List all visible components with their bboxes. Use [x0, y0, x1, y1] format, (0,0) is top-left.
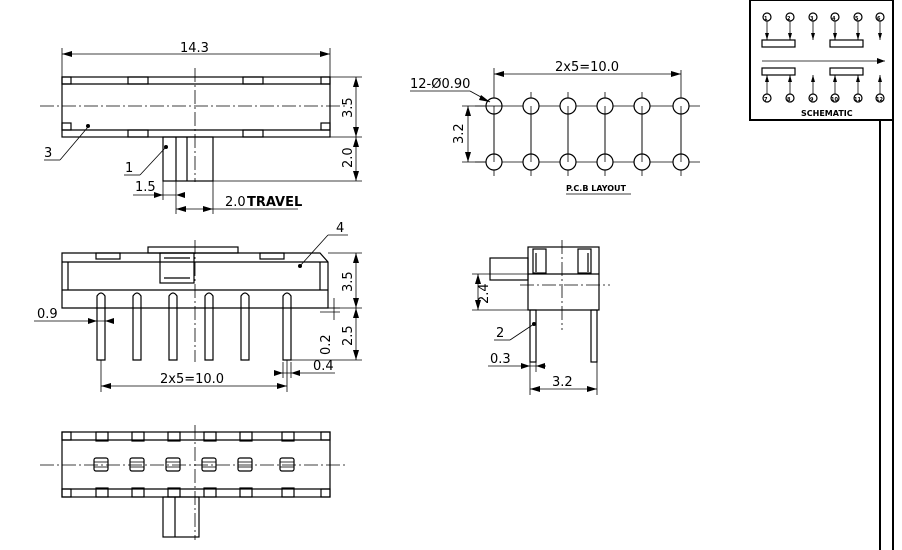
- schematic-caption: SCHEMATIC: [801, 109, 853, 118]
- sch-pin-10: 10: [831, 97, 838, 103]
- sch-contact-bot-left: [761, 67, 796, 76]
- bottom-knob: [162, 496, 200, 538]
- travel-dim: 2.0: [225, 195, 246, 210]
- sch-pin-3: 3: [810, 16, 814, 22]
- sch-pin-9: 9: [810, 97, 814, 103]
- pcb-holes: [485, 97, 690, 171]
- side-pin-left: [529, 309, 537, 363]
- sch-pin-6: 6: [877, 16, 881, 22]
- side-pin-right: [590, 309, 598, 363]
- pcb-hole-label: 12-Ø0.90: [410, 77, 470, 92]
- top-knob-width-dim: 1.5: [135, 180, 156, 195]
- schematic-bottom-pins: 7 8 9 10 11 12: [761, 67, 885, 103]
- pcb-layout: 2x5=10.0 12-Ø0.90 3.2 P.C.B LAYOUT: [410, 60, 700, 195]
- schematic-top-pins: 1 2 3 4 5 6: [761, 12, 885, 48]
- pcb-row-dim: 3.2: [452, 123, 467, 144]
- sch-contact-bot-right: [829, 67, 864, 76]
- sch-pin-5: 5: [855, 16, 859, 22]
- side-row-dim: 3.2: [552, 375, 573, 390]
- front-pin-spacing-dim: 0.4: [313, 359, 334, 374]
- front-pin-pitch-dim: 2x5=10.0: [160, 372, 224, 387]
- sch-pin-1: 1: [764, 16, 768, 22]
- bottom-pin-pads: [93, 457, 295, 472]
- bottom-body: [61, 431, 331, 498]
- bottom-view: [40, 425, 345, 540]
- callout-4: 4: [336, 221, 344, 236]
- front-pins: [96, 292, 292, 361]
- sch-pin-4: 4: [832, 16, 836, 22]
- sch-contact-top-left: [761, 39, 796, 48]
- sch-contact-top-right: [829, 39, 864, 48]
- pcb-caption: P.C.B LAYOUT: [566, 184, 627, 193]
- pcb-pitch-dim: 2x5=10.0: [555, 60, 619, 75]
- sch-pin-12: 12: [876, 97, 883, 103]
- travel-label: TRAVEL: [247, 195, 302, 210]
- pcb-hole-columns: [493, 68, 682, 176]
- top-view: 14.3 3.5 2.0 1.5 2.0 TRAVEL 3: [40, 41, 362, 214]
- sch-pin-11: 11: [854, 97, 861, 103]
- side-view: 2.4 2 0.3 3.2: [472, 240, 610, 395]
- bottom-top-slots: [95, 431, 295, 442]
- front-height-dim: 3.5: [341, 271, 356, 292]
- front-pin-dim: 2.5: [341, 325, 356, 346]
- callout-2: 2: [496, 326, 504, 341]
- sch-pin-7: 7: [764, 97, 768, 103]
- front-pin-width-dim: 0.2: [319, 334, 334, 355]
- bottom-bot-slots: [95, 487, 295, 498]
- front-view: 3.5 2.5 0.2 0.9 2x5=10.0 0.4: [34, 221, 362, 392]
- callout-3: 3: [44, 146, 52, 161]
- top-body: [61, 76, 331, 138]
- top-height-dim: 3.5: [341, 97, 356, 118]
- sch-pin-8: 8: [787, 97, 791, 103]
- side-knob: [489, 257, 529, 281]
- side-pin-dim: 0.3: [490, 352, 511, 367]
- side-height-dim: 2.4: [477, 283, 492, 304]
- sch-pin-2: 2: [787, 16, 791, 22]
- front-knob: [159, 252, 195, 284]
- top-notches: [61, 76, 331, 138]
- schematic-box: 1 2 3 4 5 6: [749, 0, 894, 550]
- front-offset-dim: 0.9: [37, 307, 58, 322]
- top-knob: [162, 136, 214, 182]
- top-knob-dim: 2.0: [341, 147, 356, 168]
- callout-1: 1: [125, 161, 133, 176]
- top-width-dim: 14.3: [180, 41, 209, 56]
